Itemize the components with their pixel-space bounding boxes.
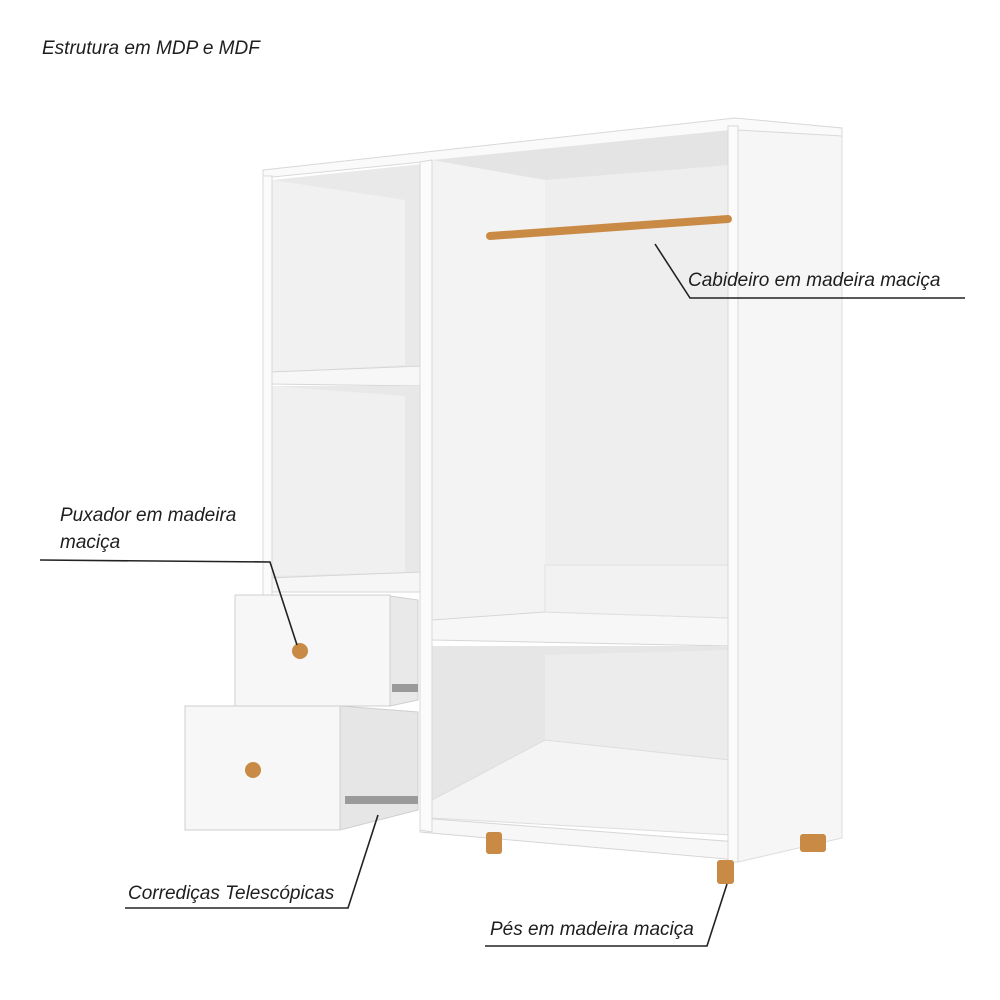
- callout-handle-line1: Puxador em madeira: [60, 505, 237, 526]
- leader-slides: [125, 814, 379, 909]
- callout-hanger-rod: Cabideiro em madeira maciça: [688, 270, 941, 291]
- leader-hanger-rod: [654, 243, 965, 299]
- bottom-drawer-front: [184, 705, 341, 831]
- bottom-drawer-knob: [245, 762, 261, 778]
- bottom-drawer-side: [339, 705, 419, 831]
- leader-handle: [39, 559, 298, 646]
- top-drawer-slide: [392, 684, 418, 692]
- top-drawer-front: [234, 594, 391, 707]
- foot-front-left: [486, 832, 502, 854]
- left-panel-edge: [262, 175, 273, 597]
- middle-divider: [419, 159, 433, 833]
- foot-front-right: [717, 860, 734, 884]
- right-side-panel: [737, 125, 843, 863]
- top-drawer-knob: [292, 643, 308, 659]
- callout-feet: Pés em madeira maciça: [490, 919, 694, 940]
- leader-feet: [485, 883, 728, 947]
- right-front-edge: [727, 125, 739, 863]
- bottom-drawer-slide: [345, 796, 418, 804]
- foot-back-right: [800, 834, 826, 852]
- callout-slides: Corrediças Telescópicas: [128, 883, 335, 904]
- callout-handle-line2: maciça: [60, 532, 121, 553]
- hanger-rod: [486, 215, 732, 240]
- title-label: Estrutura em MDP e MDF: [42, 38, 260, 59]
- right-shelf: [431, 611, 731, 647]
